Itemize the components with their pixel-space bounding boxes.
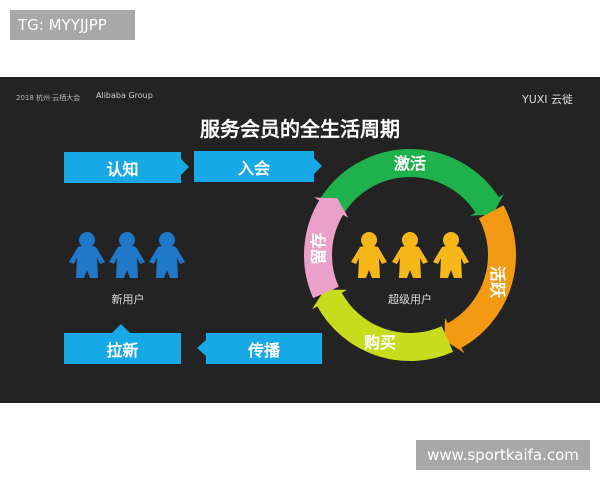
super-users-label: 超级用户 bbox=[388, 293, 432, 306]
step-awareness: 认知 bbox=[64, 152, 181, 183]
alibaba-logo: Alibaba Group bbox=[96, 91, 153, 100]
cycle-arrowhead bbox=[313, 197, 349, 218]
conference-logo: 2018 杭州·云栖大会 bbox=[16, 94, 81, 102]
cycle-segment-2 bbox=[316, 291, 454, 361]
cycle-segment-label: 激活 bbox=[394, 154, 426, 173]
person-icon bbox=[109, 232, 145, 278]
slide: 2018 杭州·云栖大会 Alibaba Group YUXI 云徙 服务会员的… bbox=[0, 77, 600, 403]
brand-logo: YUXI 云徙 bbox=[522, 93, 574, 106]
cycle-segment-0 bbox=[320, 149, 500, 215]
watermark-top: TG: MYYJJPP bbox=[10, 10, 135, 40]
cycle-segment-3 bbox=[304, 198, 345, 299]
person-icon bbox=[69, 232, 105, 278]
cycle-arrowhead bbox=[444, 317, 465, 353]
arrow-left-icon bbox=[197, 340, 206, 356]
cycle-segment-label: 活跃 bbox=[488, 266, 507, 299]
cycle-arrowhead bbox=[312, 289, 348, 310]
cycle-segment-label: 购买 bbox=[364, 333, 396, 352]
step-acquire: 拉新 bbox=[64, 333, 181, 364]
person-icon bbox=[149, 232, 185, 278]
arrow-up-icon bbox=[112, 324, 130, 333]
arrow-right-icon bbox=[181, 159, 189, 175]
person-icon bbox=[351, 232, 387, 278]
step-spread: 传播 bbox=[206, 333, 322, 364]
cycle-arrowhead bbox=[470, 194, 504, 216]
cycle-segment-1 bbox=[446, 205, 516, 349]
page-title: 服务会员的全生活周期 bbox=[200, 117, 400, 141]
watermark-bottom: www.sportkaifa.com bbox=[416, 440, 590, 470]
new-users-label: 新用户 bbox=[111, 293, 145, 306]
cycle-segment-label: 留存 bbox=[309, 233, 328, 265]
person-icon bbox=[433, 232, 469, 278]
arrow-right-icon bbox=[314, 158, 322, 174]
step-join: 入会 bbox=[194, 151, 314, 182]
person-icon bbox=[392, 232, 428, 278]
